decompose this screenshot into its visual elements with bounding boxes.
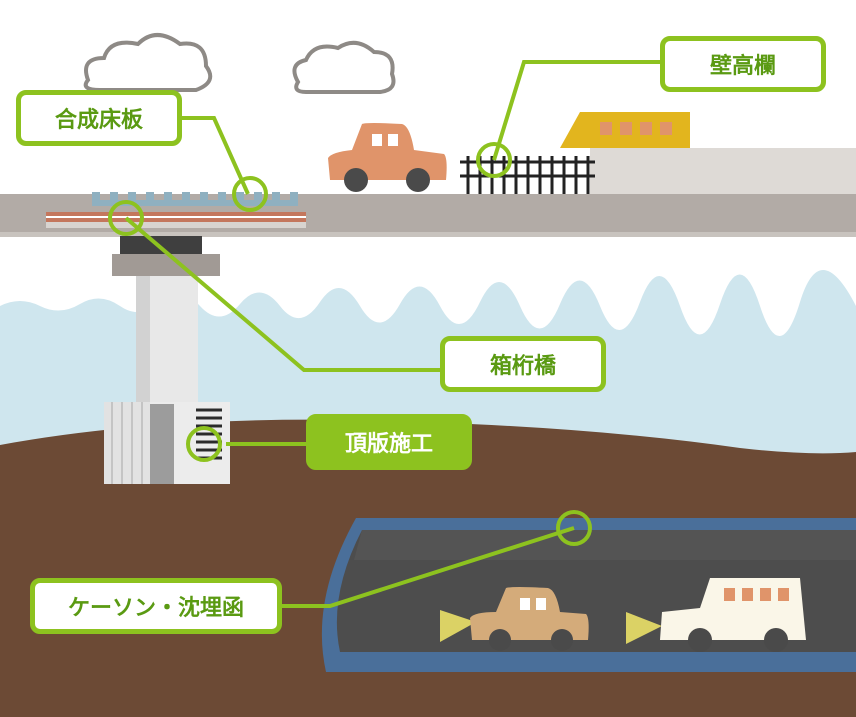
retaining-wall [590,148,856,194]
car-tunnel-icon [470,587,589,651]
marker-box-girder [108,200,144,236]
cloud-left-icon [83,33,213,92]
headlight-glow-bus [626,612,662,644]
marker-composite-deck [232,176,268,212]
bus-upper-icon [560,112,690,148]
composite-deck-ribs [92,192,298,206]
marker-caisson-tunnel [556,510,592,546]
wall-railing-fence [460,156,595,194]
car-upper-icon [328,123,447,192]
marker-top-slab [186,426,222,462]
label-composite-deck-text: 合成床板 [54,108,143,133]
cloud-right-icon [292,40,396,94]
label-wall-railing[interactable]: 壁高欄 [660,36,826,92]
label-wall-railing-text: 壁高欄 [709,54,776,79]
callout-lines [124,60,662,608]
label-caisson-tunnel[interactable]: ケーソン・沈埋函 [30,578,282,634]
marker-wall-railing [476,142,512,178]
callout-markers [108,142,592,546]
headlight-glow-car [440,610,476,642]
label-caisson-tunnel-text: ケーソン・沈埋函 [67,596,244,621]
bus-tunnel-icon [660,578,806,652]
top-slab-block [104,402,230,484]
label-box-girder-text: 箱桁橋 [489,354,556,379]
label-top-slab-text: 頂版施工 [344,432,433,457]
label-top-slab[interactable]: 頂版施工 [306,414,472,470]
label-box-girder[interactable]: 箱桁橋 [440,336,606,392]
label-composite-deck[interactable]: 合成床板 [16,90,182,146]
